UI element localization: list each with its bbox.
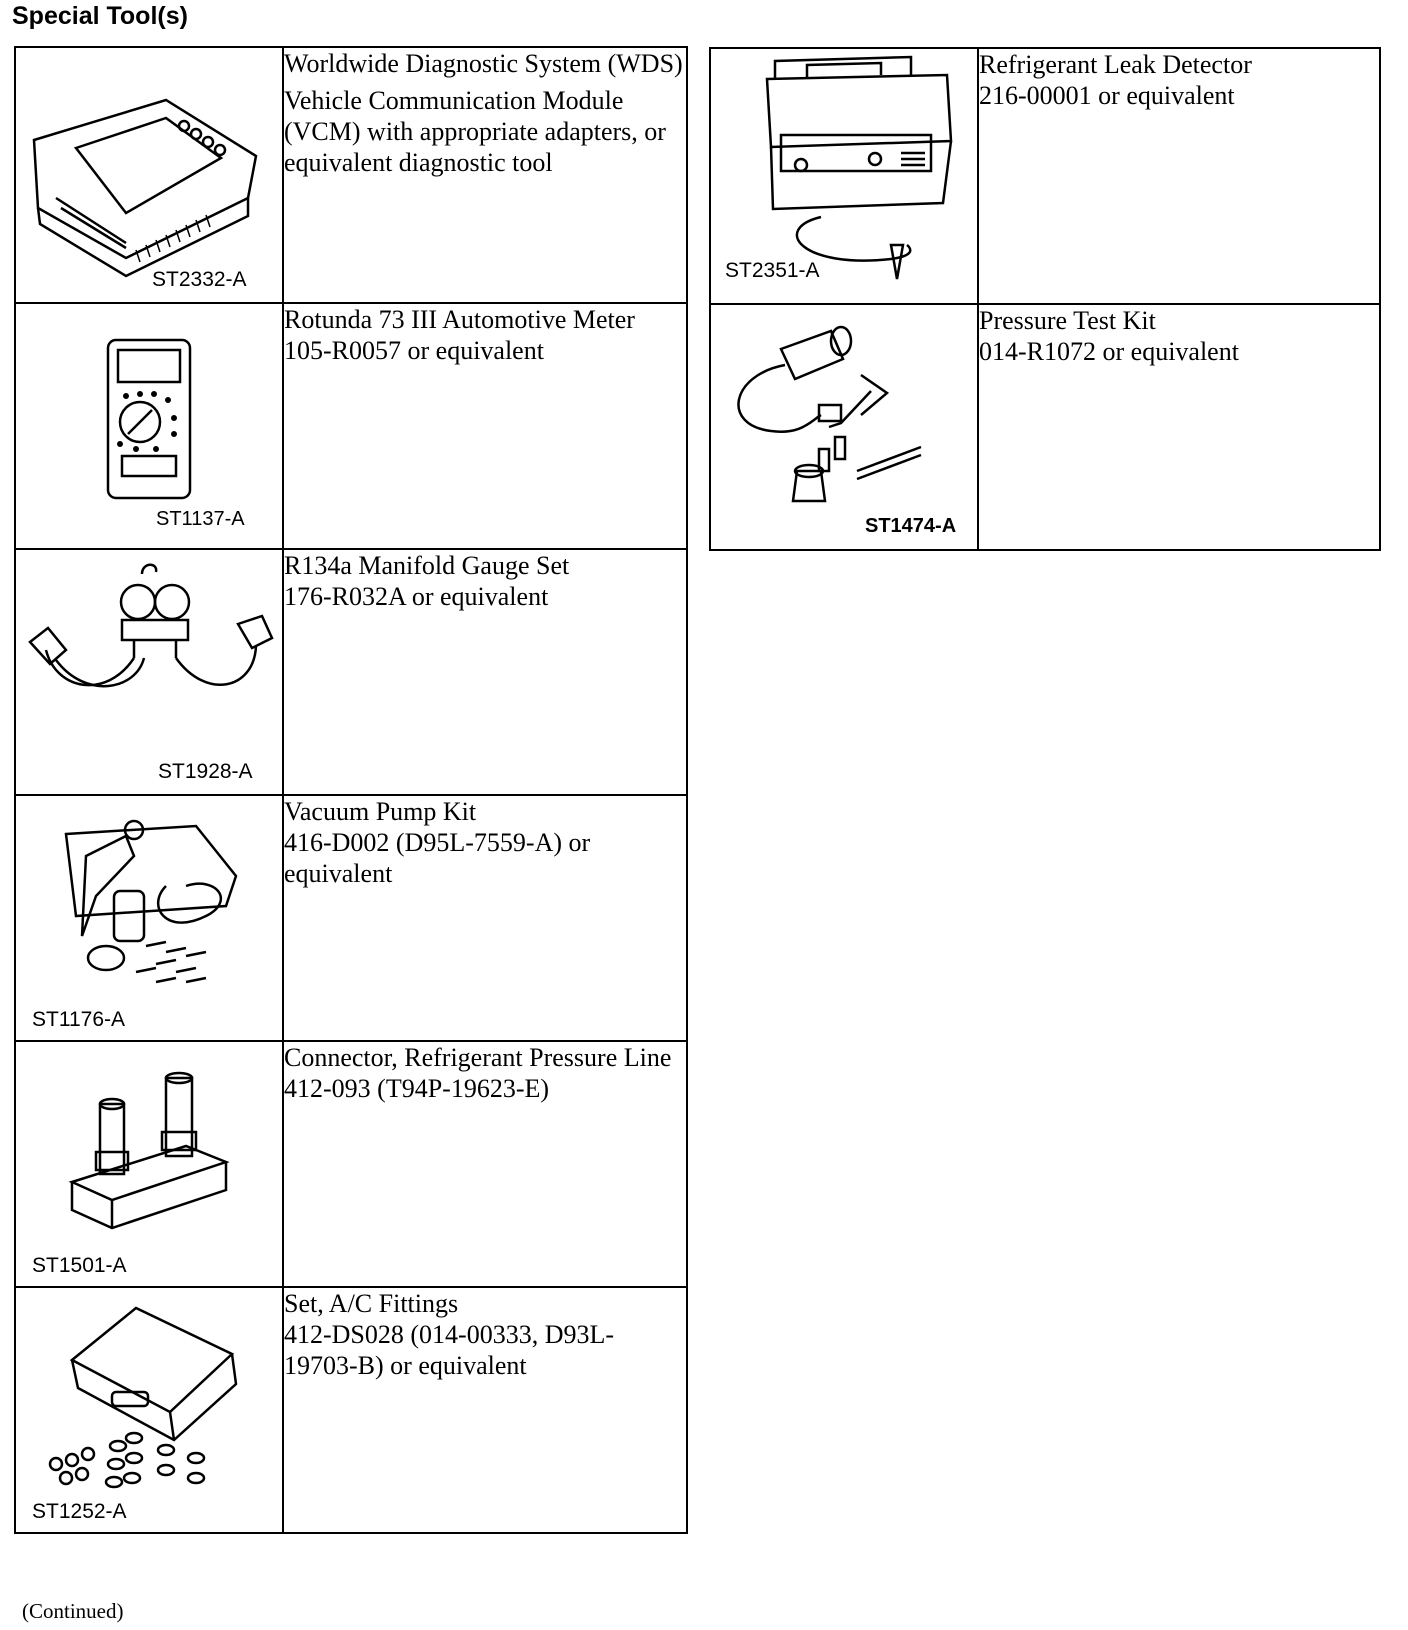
tool-description: R134a Manifold Gauge Set 176-R032A or eq…	[282, 548, 688, 796]
tool-code: ST1928-A	[158, 760, 253, 783]
tool-code: ST1176-A	[32, 1008, 125, 1031]
tool-row: ST1176-A Vacuum Pump Kit 416-D002 (D95L-…	[14, 794, 688, 1042]
tool-image-cell: ST2332-A	[14, 46, 284, 304]
tool-name: Vacuum Pump Kit	[284, 797, 477, 826]
leak-detector-illustration	[765, 55, 953, 280]
tool-detail: 176-R032A or equivalent	[284, 582, 549, 611]
tool-name: Pressure Test Kit	[979, 306, 1156, 335]
tool-detail: 412-DS028 (014-00333, D93L-19703-B) or e…	[284, 1320, 615, 1380]
tool-description: Connector, Refrigerant Pressure Line 412…	[282, 1040, 688, 1288]
tool-code: ST2351-A	[725, 259, 820, 282]
tool-row: ST1501-A Connector, Refrigerant Pressure…	[14, 1040, 688, 1288]
ac-fittings-set-illustration	[48, 1306, 238, 1489]
tool-code: ST1252-A	[32, 1500, 127, 1523]
tool-detail: 412-093 (T94P-19623-E)	[284, 1074, 550, 1103]
left-tools-table: ST2332-A Worldwide Diagnostic System (WD…	[14, 46, 688, 1534]
tool-detail: 216-00001 or equivalent	[979, 81, 1235, 110]
tool-row: ST1137-A Rotunda 73 III Automotive Meter…	[14, 302, 688, 550]
tool-name: Refrigerant Leak Detector	[979, 50, 1252, 79]
tool-name: Rotunda 73 III Automotive Meter	[284, 305, 635, 334]
pressure-line-connector-illustration	[68, 1071, 230, 1230]
tool-row: ST1252-A Set, A/C Fittings 412-DS028 (01…	[14, 1286, 688, 1534]
continued-note: (Continued)	[22, 1599, 124, 1623]
tool-name: Connector, Refrigerant Pressure Line	[284, 1043, 672, 1072]
tool-image-cell: ST1928-A	[14, 548, 284, 796]
page-heading: Special Tool(s)	[12, 2, 188, 30]
tool-description: Worldwide Diagnostic System (WDS) Vehicl…	[282, 46, 688, 304]
diagnostic-tablet-illustration	[32, 98, 258, 278]
multimeter-illustration	[106, 338, 192, 500]
tool-image-cell: ST1252-A	[14, 1286, 284, 1534]
tool-image-cell: ST2351-A	[709, 47, 979, 305]
tool-code: ST1137-A	[156, 508, 245, 530]
pressure-test-kit-illustration	[737, 325, 922, 503]
tool-description: Set, A/C Fittings 412-DS028 (014-00333, …	[282, 1286, 688, 1534]
tool-row: ST2351-A Refrigerant Leak Detector 216-0…	[709, 47, 1381, 305]
tool-image-cell: ST1176-A	[14, 794, 284, 1042]
tool-row: ST1474-A Pressure Test Kit 014-R1072 or …	[709, 303, 1381, 551]
tool-code: ST1474-A	[865, 515, 957, 537]
tool-description: Vacuum Pump Kit 416-D002 (D95L-7559-A) o…	[282, 794, 688, 1042]
manifold-gauge-illustration	[28, 563, 274, 688]
tool-name: Set, A/C Fittings	[284, 1289, 459, 1318]
tool-name: R134a Manifold Gauge Set	[284, 551, 570, 580]
tool-code: ST1501-A	[32, 1254, 127, 1277]
tool-detail: 014-R1072 or equivalent	[979, 337, 1239, 366]
tool-description: Refrigerant Leak Detector 216-00001 or e…	[977, 47, 1381, 305]
tool-detail: 105-R0057 or equivalent	[284, 336, 544, 365]
tool-image-cell: ST1474-A	[709, 303, 979, 551]
tool-description: Rotunda 73 III Automotive Meter 105-R005…	[282, 302, 688, 550]
tool-image-cell: ST1137-A	[14, 302, 284, 550]
vacuum-pump-kit-illustration	[64, 819, 238, 984]
tool-description: Pressure Test Kit 014-R1072 or equivalen…	[977, 303, 1381, 551]
tool-detail: Vehicle Communication Module (VCM) with …	[284, 86, 666, 177]
tool-row: ST2332-A Worldwide Diagnostic System (WD…	[14, 46, 688, 304]
tool-detail: 416-D002 (D95L-7559-A) or equivalent	[284, 828, 591, 888]
right-tools-table: ST2351-A Refrigerant Leak Detector 216-0…	[709, 47, 1381, 551]
tool-row: ST1928-A R134a Manifold Gauge Set 176-R0…	[14, 548, 688, 796]
tool-name: Worldwide Diagnostic System (WDS)	[284, 49, 683, 78]
tool-image-cell: ST1501-A	[14, 1040, 284, 1288]
tool-code: ST2332-A	[152, 268, 247, 291]
